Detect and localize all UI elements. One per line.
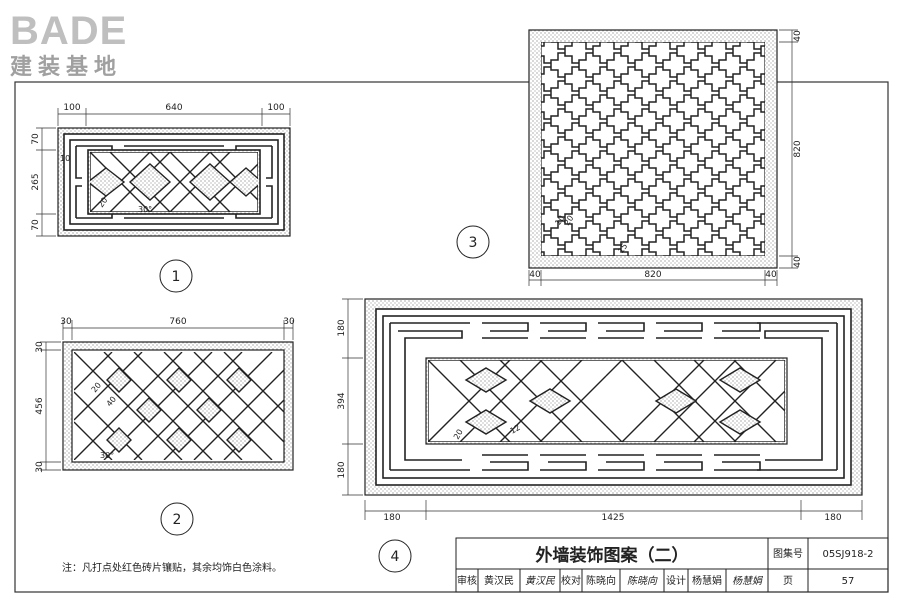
logo-subtitle: 建装基地 — [10, 55, 122, 80]
figure-4-fret-segments — [482, 322, 761, 471]
figure-1-dim-top-left: 100 — [63, 103, 80, 113]
figure-2-number-circle — [160, 502, 194, 536]
figure-3-number-circle — [456, 225, 490, 259]
figure-3-dim-right-top: 40 — [793, 30, 803, 42]
figure-3-number: 3 — [469, 235, 478, 251]
page-label: 页 — [783, 575, 793, 587]
figure-1-dim-top-center: 640 — [165, 103, 182, 113]
figure-2-dim-left-center: 456 — [35, 397, 45, 414]
figure-3: 40 820 40 40 820 40 10 20 15 3 — [456, 29, 803, 286]
review-label: 审核 — [457, 574, 477, 587]
figure-4-dim-left-center: 394 — [337, 392, 347, 409]
check-label: 校对 — [561, 574, 581, 587]
figure-1-dim-top-right: 100 — [267, 103, 284, 113]
figure-3-dim-right-bottom: 40 — [793, 256, 803, 268]
figure-3-dim-bottom-right: 40 — [765, 270, 777, 280]
figure-2-dim-top-right: 30 — [283, 317, 295, 327]
atlas-number-label: 图集号 — [773, 547, 803, 560]
design-label: 设计 — [666, 574, 686, 587]
figure-3-fret-pattern — [541, 42, 765, 256]
reviewer-name: 黄汉民 — [484, 574, 514, 587]
reviewer-signature: 黄汉民 — [525, 575, 556, 587]
figure-4-dim-left-bottom: 180 — [337, 461, 347, 478]
designer-signature: 杨慧娟 — [732, 575, 763, 587]
figure-3-meander-lines — [541, 42, 765, 256]
figure-1-anno-c: 30° — [138, 205, 152, 214]
figure-3-dim-bottom-left: 40 — [529, 270, 541, 280]
figure-4-dim-left-top: 180 — [337, 319, 347, 336]
figure-1-dim-left-top: 70 — [31, 133, 41, 145]
figure-2-anno-c: 30° — [100, 451, 114, 460]
figure-4-dimensions — [342, 298, 863, 520]
figure-2-lattice — [74, 352, 284, 460]
designer-name: 杨慧娟 — [692, 574, 722, 587]
logo-brand: BADE — [10, 9, 127, 53]
figure-2-number: 2 — [173, 512, 182, 528]
figure-1-lattice — [90, 152, 258, 212]
figure-1-number-circle — [159, 259, 193, 293]
figure-2-dim-top-left: 30 — [60, 317, 72, 327]
page-number: 57 — [842, 576, 855, 587]
title-block: 外墙装饰图案（二） 图集号 05SJ918-2 审核 黄汉民 黄汉民 校对 陈晓… — [455, 537, 889, 593]
atlas-number: 05SJ918-2 — [822, 549, 873, 560]
figure-1: 100 640 100 70 265 70 10 20 30° 1 — [31, 103, 291, 293]
drawing-title: 外墙装饰图案（二） — [536, 545, 689, 566]
figure-3-dimensions — [528, 29, 798, 286]
figure-4-number: 4 — [391, 549, 400, 565]
figure-2-dim-top-center: 760 — [169, 317, 186, 327]
figure-3-dim-right-center: 820 — [793, 140, 803, 157]
checker-signature: 陈晓向 — [627, 575, 658, 587]
figure-4-anno-b: 12 — [509, 423, 522, 436]
figure-1-anno-a: 10 — [60, 154, 70, 163]
figure-2-dim-left-top: 30 — [35, 341, 45, 353]
checker-name: 陈晓向 — [586, 574, 616, 587]
figure-4-dim-bottom-right: 180 — [824, 513, 841, 523]
figure-2: 30 760 30 30 456 30 20 40 30° 2 — [35, 317, 295, 536]
figure-4-dim-bottom-left: 180 — [383, 513, 400, 523]
figure-1-dim-left-center: 265 — [31, 173, 41, 190]
general-note: 注：凡打点处红色砖片镶贴，其余均饰白色涂料。 — [62, 561, 282, 574]
figure-3-dim-bottom-center: 820 — [644, 270, 661, 280]
sheet-border — [14, 81, 889, 593]
figure-1-number: 1 — [172, 269, 181, 285]
figure-2-dimensions — [40, 320, 294, 471]
figure-4-lattice — [428, 360, 785, 442]
figure-2-dim-left-bottom: 30 — [35, 461, 45, 473]
figure-1-dim-left-bottom: 70 — [31, 219, 41, 231]
figure-4-number-circle — [378, 539, 412, 573]
figure-4-dim-bottom-center: 1425 — [602, 513, 625, 523]
figure-4: 180 1425 180 180 394 180 20 12 4 — [337, 298, 863, 573]
figure-4-anno-a: 20 — [452, 428, 465, 441]
figure-1-dimensions — [36, 108, 291, 237]
logo: BADE 建装基地 — [10, 9, 127, 80]
